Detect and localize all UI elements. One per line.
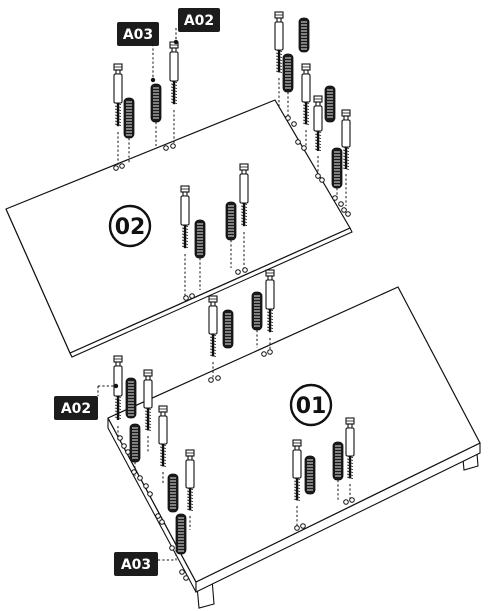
dowel-02-g <box>194 219 206 259</box>
panel-02-badge: 02 <box>108 204 152 248</box>
hole-01-l9 <box>169 545 175 551</box>
hole-02-r3 <box>301 145 307 151</box>
cam-bolt-02-b <box>169 41 179 105</box>
cam-bolt-02-g <box>341 109 351 170</box>
hole-02-a2 <box>119 163 125 169</box>
hole-01-a3 <box>261 351 267 357</box>
hole-01-l1 <box>121 443 127 449</box>
dowel-02-b <box>150 83 162 123</box>
panel-01-number: 01 <box>296 394 327 419</box>
cam-bolt-01-h <box>345 417 355 479</box>
cam-bolt-01-a <box>208 295 218 357</box>
dowel-02-d <box>282 53 294 93</box>
label-a03-top: A03 <box>117 22 159 46</box>
hole-01-l6 <box>147 491 153 497</box>
dowel-02-c <box>298 17 310 53</box>
hole-01-l0 <box>117 435 123 441</box>
hole-01-l5 <box>143 483 149 489</box>
hole-02-c3 <box>235 269 241 275</box>
hole-02-c1 <box>183 295 189 301</box>
hole-01-r1 <box>294 525 300 531</box>
dowel-01-g <box>304 455 316 495</box>
dowel-01-a <box>222 309 234 349</box>
hole-02-r9 <box>345 211 351 217</box>
cam-bolt-01-g <box>292 439 302 501</box>
svg-text:A02: A02 <box>184 13 214 29</box>
dowel-02-e <box>324 85 336 123</box>
svg-text:A03: A03 <box>123 27 153 43</box>
hole-01-a2 <box>215 375 221 381</box>
hole-02-r2 <box>295 139 301 145</box>
hole-02-b2 <box>170 143 176 149</box>
hole-01-r4 <box>349 497 355 503</box>
hole-02-c2 <box>189 293 195 299</box>
hole-02-r0 <box>285 115 291 121</box>
hole-02-r5 <box>319 177 325 183</box>
panel-02-surface <box>5 99 351 354</box>
panel-01-badge: 01 <box>289 383 333 427</box>
hole-01-l3 <box>131 469 137 475</box>
hole-01-a1 <box>208 377 214 383</box>
guide-lines <box>117 78 351 530</box>
leader-dot-a03 <box>150 77 156 83</box>
hole-01-l10 <box>179 569 185 575</box>
dowel-02-f <box>331 147 343 189</box>
cam-bolt-01-f <box>185 449 195 511</box>
hole-01-r2 <box>300 523 306 529</box>
label-a02-top: A02 <box>178 8 220 32</box>
leader-dot-a02 <box>173 39 179 45</box>
hole-01-a4 <box>267 349 273 355</box>
leader-dot-a02-left <box>113 383 119 389</box>
dowel-02-h <box>225 201 237 241</box>
dowel-01-h <box>332 441 344 481</box>
cam-bolt-02-f <box>313 95 323 151</box>
hole-02-b1 <box>163 145 169 151</box>
dowel-01-d <box>129 423 141 463</box>
hole-02-r6 <box>332 195 338 201</box>
cam-bolt-02-h <box>180 185 190 249</box>
cam-bolt-01-d <box>143 369 153 431</box>
leader-a03-bottom <box>158 550 177 561</box>
label-a02-left: A02 <box>54 396 98 420</box>
svg-text:A02: A02 <box>61 401 91 417</box>
hole-02-r1 <box>291 121 297 127</box>
hole-02-c4 <box>242 267 248 273</box>
cam-bolt-02-e <box>301 63 311 125</box>
dowel-01-f <box>175 513 187 555</box>
cam-bolt-02-c <box>274 11 284 73</box>
hole-01-l7 <box>155 513 161 519</box>
hole-01-l11 <box>183 575 189 581</box>
cam-bolt-01-b <box>265 269 275 333</box>
panel-01-surface <box>107 286 481 583</box>
cam-bolt-02-i <box>239 163 249 227</box>
cam-bolt-01-c <box>113 355 123 420</box>
hole-02-r8 <box>341 207 347 213</box>
dowel-01-c <box>125 377 137 419</box>
cam-bolt-02-a <box>113 63 123 127</box>
drill-holes <box>113 115 355 581</box>
hole-02-r4 <box>315 173 321 179</box>
hole-01-l8 <box>159 519 165 525</box>
dowel-01-b <box>251 291 263 331</box>
panel-02-number: 02 <box>115 215 146 240</box>
hole-02-r7 <box>338 201 344 207</box>
hardware-parts <box>113 11 355 555</box>
hole-02-a1 <box>113 165 119 171</box>
hole-01-r3 <box>343 499 349 505</box>
cam-bolt-01-e <box>158 405 168 467</box>
label-a03-bottom: A03 <box>114 552 158 576</box>
dowel-02-a <box>123 97 135 139</box>
hole-01-l4 <box>137 475 143 481</box>
panel-02 <box>5 99 353 358</box>
svg-text:A03: A03 <box>121 557 151 573</box>
dowel-01-e <box>167 473 179 513</box>
